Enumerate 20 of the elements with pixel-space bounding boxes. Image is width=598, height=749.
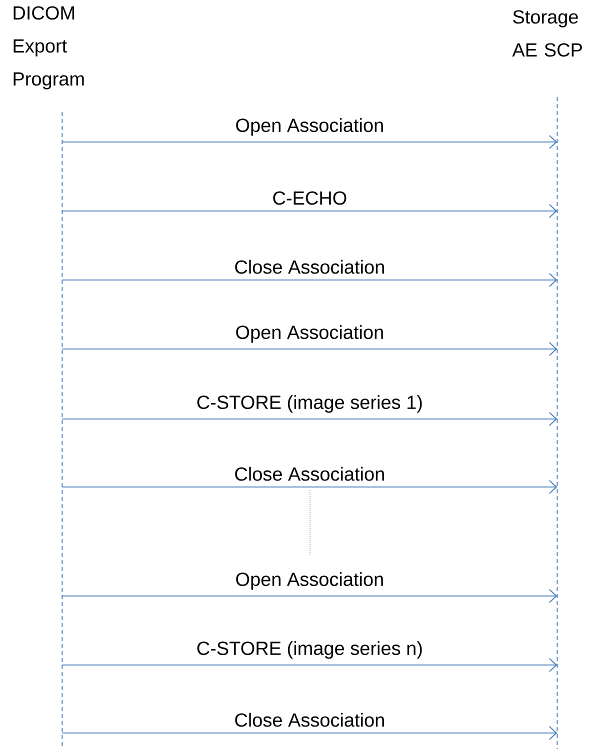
message-label: Close Association xyxy=(235,260,384,274)
message-label: Close Association xyxy=(235,466,384,481)
arrow xyxy=(62,658,558,672)
arrow xyxy=(62,135,558,149)
message-label: C-STORE (image series n) xyxy=(197,641,422,659)
message-label: C-ECHO xyxy=(273,191,346,205)
participant-label: DICOM Export Program xyxy=(14,6,84,90)
arrow xyxy=(62,726,558,740)
arrow xyxy=(62,342,558,356)
participant-label: Storage AE SCP xyxy=(512,10,582,57)
message-label: Open Association xyxy=(236,325,383,343)
arrow xyxy=(62,204,558,218)
message-label: Close Association xyxy=(235,712,384,727)
message-label: Open Association xyxy=(236,118,383,136)
arrow xyxy=(62,412,558,426)
message-label: C-STORE (image series 1) xyxy=(197,395,422,413)
arrow xyxy=(62,589,558,603)
arrow xyxy=(62,480,558,494)
arrow xyxy=(62,273,558,287)
message-label: Open Association xyxy=(236,572,383,590)
